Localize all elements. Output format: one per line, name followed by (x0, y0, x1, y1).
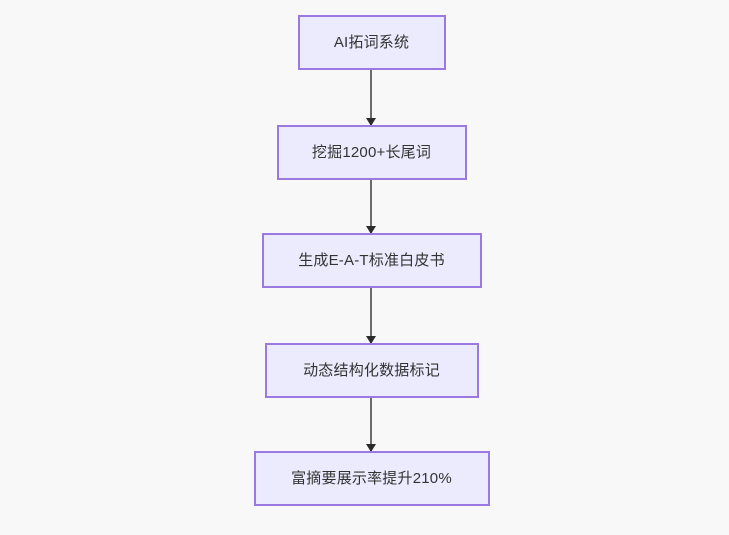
flow-node-label: 动态结构化数据标记 (303, 362, 440, 379)
flow-node-dynamic-structured-data-markup[interactable]: 动态结构化数据标记 (264, 343, 479, 398)
flow-node-rich-snippet-rate-increase[interactable]: 富摘要展示率提升210% (253, 451, 490, 506)
edge-line (370, 288, 372, 343)
arrow-down-icon (366, 336, 376, 344)
edge-line (370, 70, 372, 125)
flow-node-mine-longtail-keywords[interactable]: 挖掘1200+长尾词 (276, 125, 467, 180)
flow-node-label: 富摘要展示率提升210% (291, 470, 452, 487)
flow-node-label: AI拓词系统 (333, 34, 410, 51)
edge-line (370, 180, 372, 233)
arrow-down-icon (366, 226, 376, 234)
flow-node-ai-keyword-system[interactable]: AI拓词系统 (297, 15, 446, 70)
flow-edge-n4-n5 (364, 398, 378, 452)
flow-edge-n3-n4 (364, 288, 378, 344)
arrow-down-icon (366, 444, 376, 452)
flow-node-label: 挖掘1200+长尾词 (311, 144, 432, 161)
edge-line (370, 398, 372, 451)
flow-edge-n1-n2 (364, 70, 378, 126)
arrow-down-icon (366, 118, 376, 126)
flow-node-label: 生成E-A-T标准白皮书 (298, 252, 445, 269)
flow-edge-n2-n3 (364, 180, 378, 234)
flow-node-generate-eat-whitepaper[interactable]: 生成E-A-T标准白皮书 (261, 233, 482, 288)
